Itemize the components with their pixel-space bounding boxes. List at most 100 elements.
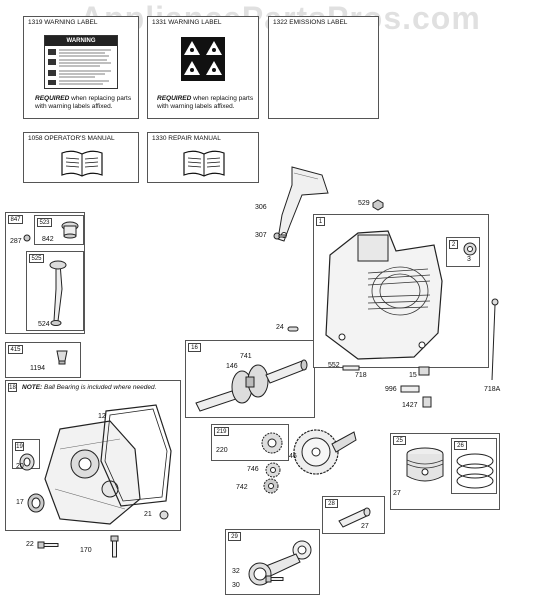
- bearing-3-icon: [463, 242, 477, 256]
- warning-label-title: 1319 WARNING LABEL: [28, 19, 98, 26]
- bolt-22-icon: [37, 541, 59, 549]
- part-1194-label[interactable]: 1194: [30, 365, 46, 372]
- part-12-label[interactable]: 12: [98, 413, 106, 420]
- part-24-label[interactable]: 24: [276, 324, 284, 331]
- group-2-box[interactable]: 2 3: [446, 237, 480, 267]
- gear-746-icon: [265, 462, 281, 478]
- part-529-label[interactable]: 529: [358, 200, 370, 207]
- part-1427-label[interactable]: 1427: [402, 402, 418, 409]
- part-306-label[interactable]: 306: [255, 204, 267, 211]
- part-27-pin-label[interactable]: 27: [361, 523, 369, 530]
- part-742-label[interactable]: 742: [236, 484, 248, 491]
- fitting-15-icon: [418, 366, 430, 376]
- group-219-tag: 219: [214, 427, 229, 436]
- part-15-label[interactable]: 15: [409, 372, 417, 379]
- part-3-label[interactable]: 3: [467, 256, 471, 263]
- hazard-symbols-icon: [181, 37, 225, 81]
- group-18-tag: 18: [8, 383, 17, 392]
- part-552-label[interactable]: 552: [328, 362, 340, 369]
- group-28-box[interactable]: 28 27: [322, 496, 385, 534]
- part-17-label[interactable]: 17: [16, 499, 24, 506]
- dipstick-cap-icon: [61, 221, 79, 239]
- part-741-label[interactable]: 741: [240, 353, 252, 360]
- cylinder-block-icon: [325, 230, 443, 360]
- bolt-21-icon: [159, 510, 169, 520]
- group-25-tag: 25: [393, 436, 406, 445]
- book-icon: [183, 150, 225, 177]
- part-21-label[interactable]: 21: [144, 511, 152, 518]
- warning-label-2-box[interactable]: 1331 WARNING LABEL REQUIRED when replaci…: [147, 16, 259, 119]
- operators-manual-box[interactable]: 1058 OPERATOR'S MANUAL: [23, 132, 139, 183]
- stud-718-icon: [342, 365, 360, 371]
- warning-2-required-note: REQUIRED when replacing parts with warni…: [157, 95, 254, 110]
- group-847-tag: 847: [8, 215, 23, 224]
- part-307-label[interactable]: 307: [255, 232, 267, 239]
- part-996-label[interactable]: 996: [385, 386, 397, 393]
- crankcase-cover-icon: [44, 420, 141, 525]
- warning-label-box[interactable]: 1319 WARNING LABEL WARNING REQUIRED when…: [23, 16, 139, 119]
- fitting-996-icon: [400, 385, 420, 393]
- group-2-tag: 2: [449, 240, 458, 249]
- warning-required-note: REQUIRED when replacing parts with warni…: [35, 95, 132, 110]
- part-718-label[interactable]: 718: [355, 372, 367, 379]
- part-718a-label[interactable]: 718A: [484, 386, 501, 393]
- piston-rings-icon: [456, 453, 494, 489]
- group-525-tag: 525: [29, 254, 44, 263]
- group-16-box[interactable]: 16 741 146: [185, 340, 315, 418]
- group-16-tag: 16: [188, 343, 201, 352]
- warning-badge: WARNING: [45, 36, 117, 46]
- crankshaft-icon: [195, 359, 308, 412]
- governor-gear-icon: [261, 432, 283, 454]
- part-287-label[interactable]: 287: [10, 238, 22, 245]
- group-1-box[interactable]: 1 2 3: [313, 214, 489, 368]
- gasket-icon: [100, 404, 172, 507]
- pin-718a-icon: [491, 298, 499, 381]
- warning-text-lines-icon: [48, 49, 111, 85]
- ball-bearing-note: NOTE: Ball Bearing is included where nee…: [22, 384, 157, 391]
- dowel-24-icon: [287, 326, 299, 332]
- piston-icon: [406, 447, 444, 482]
- repair-manual-box[interactable]: 1330 REPAIR MANUAL: [147, 132, 259, 183]
- book-icon: [61, 150, 103, 177]
- part-220-label[interactable]: 220: [216, 447, 228, 454]
- repair-manual-title: 1330 REPAIR MANUAL: [152, 135, 221, 142]
- part-146-label[interactable]: 146: [226, 363, 238, 370]
- group-415-tag: 415: [8, 345, 23, 354]
- warning-label-2-title: 1331 WARNING LABEL: [152, 19, 222, 26]
- operators-manual-title: 1058 OPERATOR'S MANUAL: [28, 135, 115, 142]
- part-27-label[interactable]: 27: [393, 490, 401, 497]
- emissions-label-box[interactable]: 1322 EMISSIONS LABEL: [268, 16, 379, 119]
- rod-bolt-icon: [265, 575, 284, 583]
- group-1-tag: 1: [316, 217, 325, 226]
- nut-529-icon: [372, 199, 384, 211]
- part-524-label[interactable]: 524: [38, 321, 50, 328]
- dipstick-tube-icon: [49, 260, 67, 326]
- connecting-rod-icon: [248, 540, 312, 586]
- group-19-tag: 19: [15, 442, 24, 451]
- screw-307-icon: [273, 232, 287, 240]
- part-842-label[interactable]: 842: [42, 236, 54, 243]
- oil-seal-icon: [19, 453, 35, 471]
- ball-bearing-icon: [27, 493, 45, 513]
- group-415-box[interactable]: 415 1194: [5, 342, 81, 378]
- part-32-label[interactable]: 32: [232, 568, 240, 575]
- piston-pin-icon: [338, 507, 371, 528]
- part-30-label[interactable]: 30: [232, 582, 240, 589]
- group-523-tag: 523: [37, 218, 52, 227]
- bolt-170-icon: [110, 535, 119, 558]
- part-170-label[interactable]: 170: [80, 547, 92, 554]
- plug-1427-icon: [422, 396, 432, 408]
- group-29-tag: 29: [228, 532, 241, 541]
- part-20-label[interactable]: 20: [16, 463, 24, 470]
- group-18-box[interactable]: 18 NOTE: Ball Bearing is included where …: [5, 380, 181, 531]
- warning-sticker: WARNING: [44, 35, 118, 89]
- part-746-label[interactable]: 746: [247, 466, 259, 473]
- part-22-label[interactable]: 22: [26, 541, 34, 548]
- group-25-box[interactable]: 25 26 27: [390, 433, 500, 510]
- part-46-label[interactable]: 46: [289, 453, 297, 460]
- group-847-box[interactable]: 847 523 525 287 842 524: [5, 212, 85, 334]
- group-219-box[interactable]: 219 220: [211, 424, 289, 461]
- group-29-box[interactable]: 29 32 30: [225, 529, 320, 595]
- oil-plug-icon: [56, 350, 68, 365]
- group-26-box[interactable]: 26: [451, 438, 497, 494]
